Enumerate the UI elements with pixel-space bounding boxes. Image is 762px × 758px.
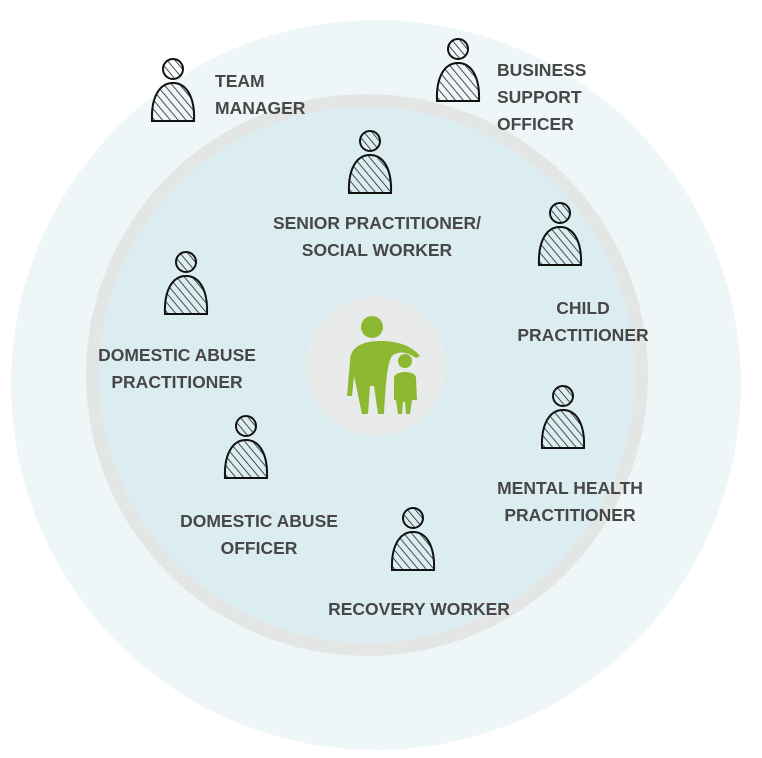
role-senior-practitioner: SENIOR PRACTITIONER/SOCIAL WORKER	[272, 213, 482, 260]
person-icon	[389, 507, 437, 573]
person-icon	[149, 58, 197, 124]
role-recovery-worker: RECOVERY WORKER	[328, 599, 510, 619]
person-icon	[434, 38, 482, 104]
person-icon	[162, 251, 210, 317]
person-icon	[222, 415, 270, 481]
person-icon	[536, 202, 584, 268]
center-circle	[306, 296, 446, 436]
person-icon	[346, 130, 394, 196]
person-icon	[539, 385, 587, 451]
parent-child-icon	[347, 316, 420, 414]
